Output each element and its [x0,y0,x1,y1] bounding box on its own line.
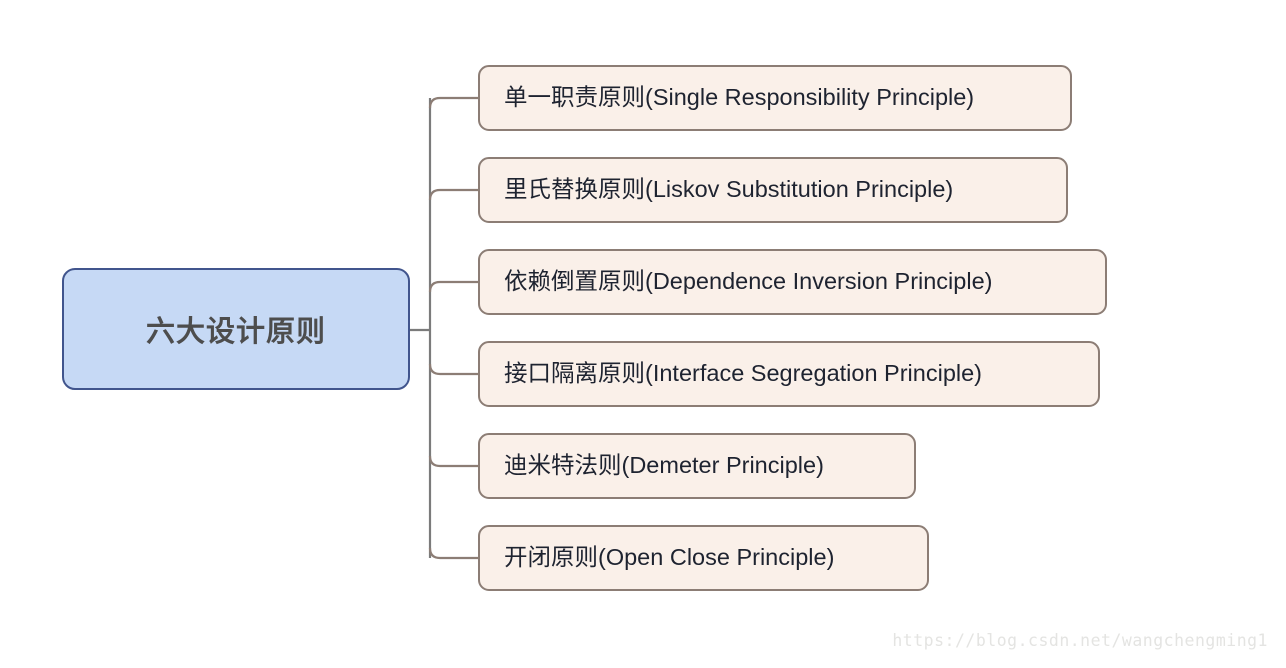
child-node-label: 开闭原则(Open Close Principle) [504,544,835,571]
child-node-demeter[interactable]: 迪米特法则(Demeter Principle) [478,433,916,499]
child-node-interface-segregation[interactable]: 接口隔离原则(Interface Segregation Principle) [478,341,1100,407]
connector-branch-3 [428,280,478,293]
child-node-dependence-inversion[interactable]: 依赖倒置原则(Dependence Inversion Principle) [478,249,1107,315]
child-node-liskov-substitution[interactable]: 里氏替换原则(Liskov Substitution Principle) [478,157,1068,223]
connector-branch-5 [428,455,478,468]
child-node-label: 依赖倒置原则(Dependence Inversion Principle) [504,268,993,295]
connector-branch-6 [428,547,478,560]
child-node-label: 里氏替换原则(Liskov Substitution Principle) [504,176,954,203]
connector-branch-4 [428,363,478,376]
child-node-open-close[interactable]: 开闭原则(Open Close Principle) [478,525,929,591]
connector-branch-2 [428,188,478,201]
watermark-text: https://blog.csdn.net/wangchengming1 [892,631,1268,650]
root-node[interactable]: 六大设计原则 [62,268,410,390]
root-node-label: 六大设计原则 [145,316,326,348]
connector-branch-1 [428,96,478,109]
child-node-single-responsibility[interactable]: 单一职责原则(Single Responsibility Principle) [478,65,1072,131]
child-node-label: 单一职责原则(Single Responsibility Principle) [504,84,975,111]
child-node-label: 接口隔离原则(Interface Segregation Principle) [504,360,983,387]
child-node-label: 迪米特法则(Demeter Principle) [504,452,824,479]
